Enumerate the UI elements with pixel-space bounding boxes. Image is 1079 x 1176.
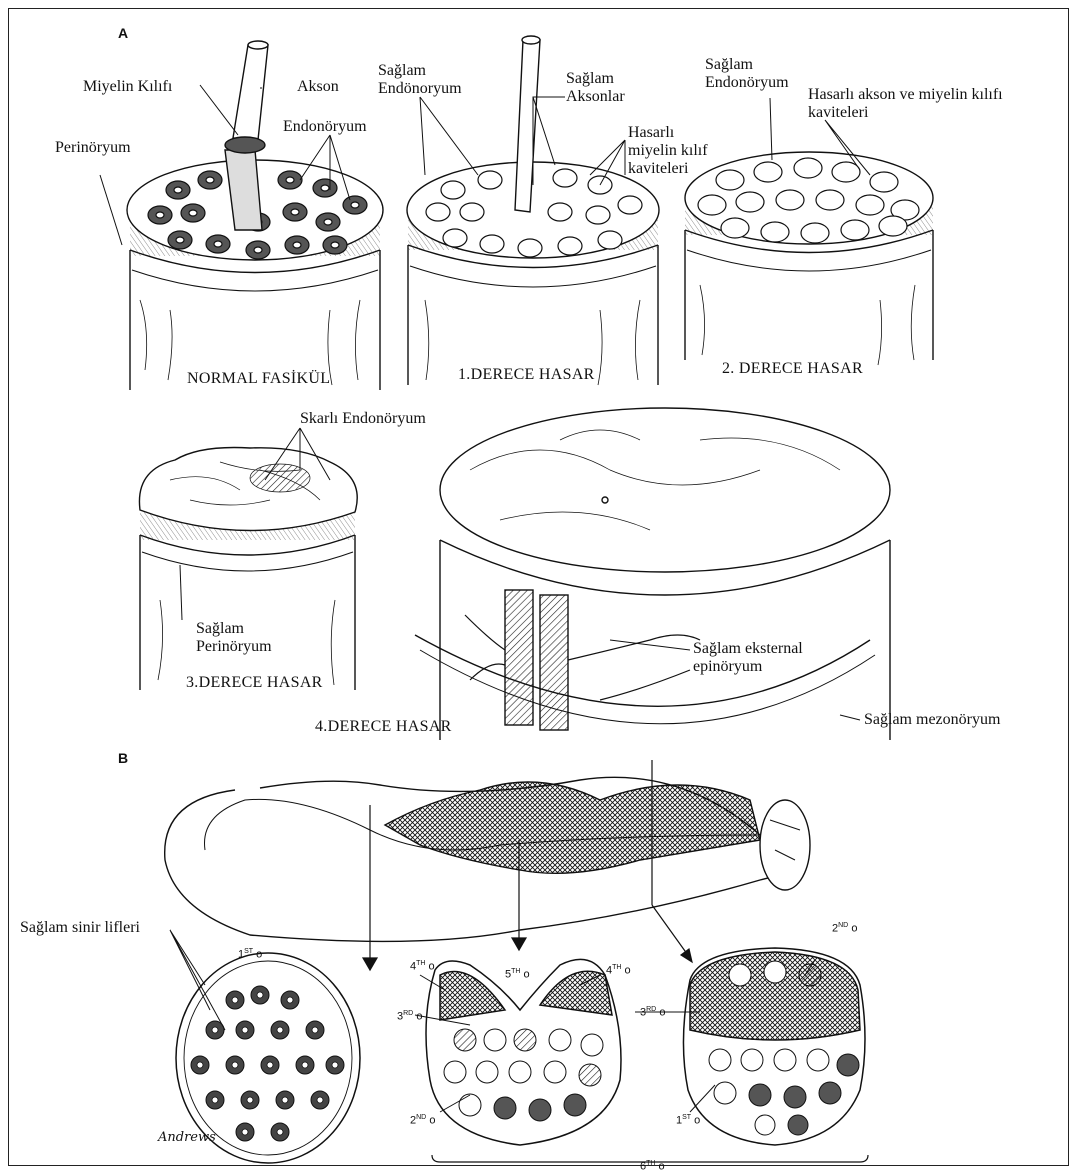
degree-mark-first-b: 1ST o: [676, 1114, 700, 1127]
degree-mark-first-a: 1ST o: [238, 948, 262, 961]
degree-mark-fourth-a: 4TH o: [410, 960, 435, 973]
degree-mark-fifth: 5TH o: [505, 968, 530, 981]
degree-mark-second-b: 2ND o: [832, 922, 857, 935]
label-intact-endoneurium-1: Sağlam Endönoryum: [378, 62, 462, 98]
label-intact-axons: Sağlam Aksonlar: [566, 70, 625, 106]
degree-mark-fourth-b: 4TH o: [606, 964, 631, 977]
label-intact-mesoneurium: Sağlam mezonöryum: [864, 711, 1000, 729]
fascicle-fourth-degree: [415, 408, 890, 740]
cross-section-mixed-degree: [683, 948, 865, 1145]
label-perineurium: Perinöryum: [55, 139, 131, 157]
artist-signature: Andrews: [158, 1130, 216, 1145]
degree-mark-sixth: 6TH o: [640, 1160, 665, 1173]
caption-second-degree: 2. DERECE HASAR: [722, 360, 863, 378]
label-intact-endoneurium-2: Sağlam Endonöryum: [705, 56, 789, 92]
cross-section-fifth-degree: [426, 959, 621, 1145]
caption-third-degree: 3.DERECE HASAR: [186, 674, 323, 692]
label-myelin-sheath: Miyelin Kılıfı: [83, 78, 172, 96]
fascicle-second-degree: [685, 152, 933, 365]
label-intact-nerve-fibres: Sağlam sinir lifleri: [20, 919, 140, 937]
nerve-trunk: [165, 777, 810, 941]
label-endoneurium: Endonöryum: [283, 118, 367, 136]
degree-mark-second-a: 2ND o: [410, 1114, 435, 1127]
label-damaged-myelin-cavities: Hasarlı miyelin kılıf kaviteleri: [628, 124, 708, 178]
caption-fourth-degree: 4.DERECE HASAR: [315, 718, 452, 736]
degree-mark-third-b: 3RD o: [640, 1006, 665, 1019]
label-intact-perineurium: Sağlam Perinöryum: [196, 620, 272, 656]
panel-label-a: A: [118, 25, 128, 41]
caption-normal-fascicle: NORMAL FASİKÜL: [187, 370, 330, 388]
degree-mark-third-a: 3RD o: [397, 1010, 422, 1023]
caption-first-degree: 1.DERECE HASAR: [458, 366, 595, 384]
label-axon: Akson: [297, 78, 339, 96]
label-scarred-endoneurium: Skarlı Endonöryum: [300, 410, 426, 428]
label-damaged-axon-myelin-cavities: Hasarlı akson ve miyelin kılıfı kavitele…: [808, 86, 1003, 122]
label-intact-external-epineurium: Sağlam eksternal epinöryum: [693, 640, 803, 676]
panel-label-b: B: [118, 750, 128, 766]
